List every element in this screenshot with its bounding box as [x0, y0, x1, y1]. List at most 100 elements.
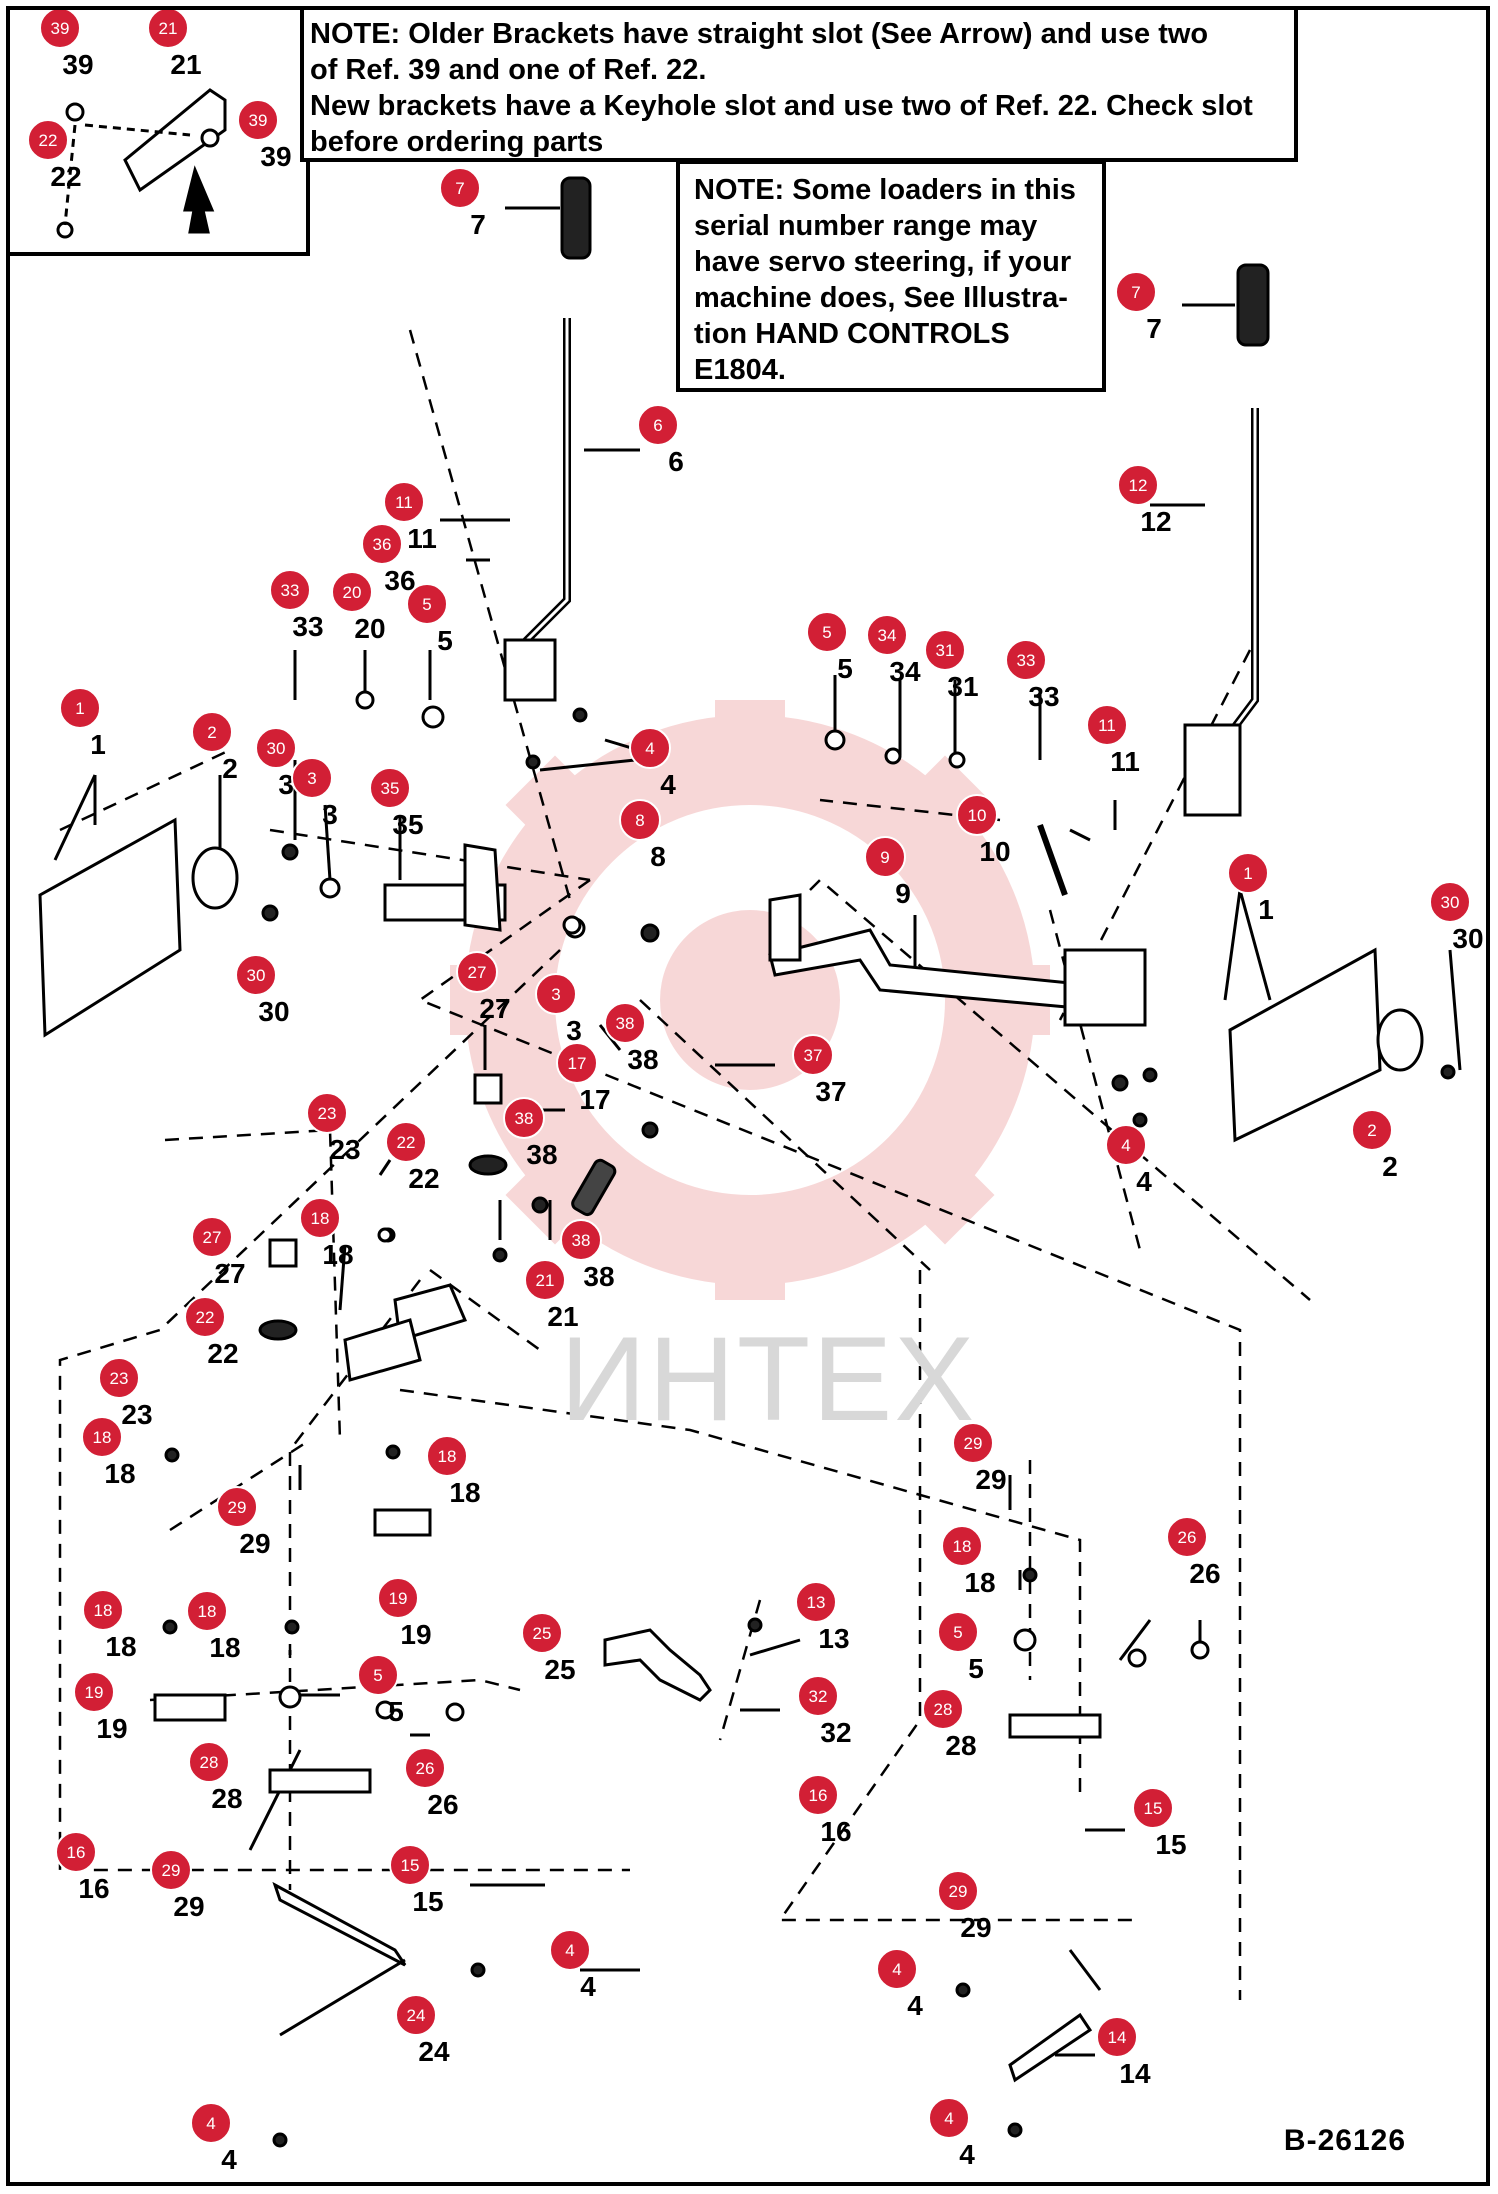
note-top-line-3: New brackets have a Keyhole slot and use… — [310, 90, 1253, 122]
rod-10-icon — [1037, 823, 1068, 897]
callout-ref-number: 22 — [207, 1338, 238, 1369]
callout-badge-text: 29 — [162, 1861, 181, 1880]
callout-badge-text: 14 — [1108, 2028, 1127, 2047]
callout-ref-number: 32 — [820, 1717, 851, 1748]
parts — [38, 49, 1456, 2148]
callout-ref-number: 39 — [62, 49, 93, 80]
block-19-upper-icon — [373, 1508, 432, 1537]
callout-4: 44 — [1105, 1124, 1152, 1197]
callout-ref-number: 38 — [583, 1261, 614, 1292]
callout-ref-number: 5 — [837, 653, 853, 684]
callout-badge-text: 4 — [944, 2109, 953, 2128]
handle-grip-left-icon — [560, 176, 592, 260]
callout-badge-text: 38 — [616, 1014, 635, 1033]
callout-ref-number: 33 — [292, 611, 323, 642]
callout-22: 22 22 — [184, 1296, 239, 1369]
callout-badge-text: 2 — [207, 723, 216, 742]
callout-ref-number: 10 — [979, 836, 1010, 867]
lever-bracket-right-icon — [1183, 723, 1242, 817]
note-mid-line-3: have servo steering, if your — [694, 246, 1072, 278]
callout-ref-number: 4 — [959, 2139, 975, 2170]
spring-icon — [571, 1158, 617, 1217]
callout-badge-text: 6 — [653, 416, 662, 435]
callout-badge-text: 4 — [892, 1960, 901, 1979]
page-frame — [6, 6, 1490, 2186]
callout-4: 44 — [549, 1929, 596, 2002]
callout-badge-text: 38 — [572, 1231, 591, 1250]
callout-ref-number: 4 — [660, 769, 676, 800]
callout-ref-number: 29 — [960, 1912, 991, 1943]
callout-ref-number: 30 — [1452, 923, 1483, 954]
callout-badge-text: 33 — [1017, 651, 1036, 670]
callout-ref-number: 5 — [388, 1696, 404, 1727]
callout-ref-number: 25 — [544, 1654, 575, 1685]
callout-badge-text: 12 — [1129, 476, 1148, 495]
callout-ref-number: 5 — [968, 1653, 984, 1684]
callout-3: 33 — [535, 973, 582, 1046]
callout-4: 44 — [629, 727, 676, 800]
callout-badge-text: 26 — [416, 1759, 435, 1778]
callout-badge-text: 19 — [389, 1589, 408, 1608]
callout-4: 44 — [928, 2097, 975, 2170]
callout-badge-text: 22 — [196, 1308, 215, 1327]
callout-ref-number: 9 — [895, 878, 911, 909]
callout-badge-text: 15 — [401, 1856, 420, 1875]
handle-grip-right-icon — [1236, 263, 1270, 347]
callout-ref-number: 36 — [384, 565, 415, 596]
callout-ref-number: 18 — [322, 1239, 353, 1270]
callout-badge-text: 8 — [635, 811, 644, 830]
note-mid-line-6: E1804. — [694, 354, 786, 386]
callout-badge-text: 31 — [936, 641, 955, 660]
callout-badge-text: 15 — [1144, 1799, 1163, 1818]
callout-badge-text: 3 — [307, 769, 316, 788]
callout-badge-text: 32 — [809, 1687, 828, 1706]
callout-ref-number: 16 — [78, 1873, 109, 1904]
callout-ref-number: 1 — [90, 729, 106, 760]
callout-ref-number: 6 — [668, 446, 684, 477]
callout-ref-number: 35 — [392, 809, 423, 840]
callout-badge-text: 5 — [373, 1666, 382, 1685]
callout-badge-text: 23 — [110, 1369, 129, 1388]
bushing-27-lower-icon — [268, 1238, 298, 1268]
note-top-line-1: NOTE: Older Brackets have straight slot … — [310, 18, 1209, 50]
watermark-text: ИНТЕХ — [560, 1312, 977, 1446]
callout-ref-number: 38 — [526, 1139, 557, 1170]
arm-24-icon — [272, 1881, 407, 2037]
callout-badge-text: 29 — [228, 1498, 247, 1517]
callout-ref-number: 22 — [50, 161, 81, 192]
callout-38: 38 38 — [560, 1219, 615, 1292]
callout-ref-number: 24 — [418, 2036, 450, 2067]
callout-ref-number: 13 — [818, 1623, 849, 1654]
callout-4: 44 — [190, 2102, 237, 2175]
note-mid-line-2: serial number range may — [694, 210, 1038, 242]
callout-ref-number: 34 — [889, 656, 921, 687]
callout-ref-number: 29 — [975, 1464, 1006, 1495]
callout-badge-text: 5 — [422, 595, 431, 614]
callout-1: 11 — [1227, 852, 1274, 925]
callout-ref-number: 8 — [650, 841, 666, 872]
callout-badge-text: 39 — [249, 111, 268, 130]
callout-badge-text: 5 — [822, 623, 831, 642]
callout-ref-number: 39 — [260, 141, 291, 172]
mount-plate-left-icon — [38, 817, 182, 1038]
callout-badge-text: 1 — [75, 699, 84, 718]
callout-badge-text: 36 — [373, 535, 392, 554]
